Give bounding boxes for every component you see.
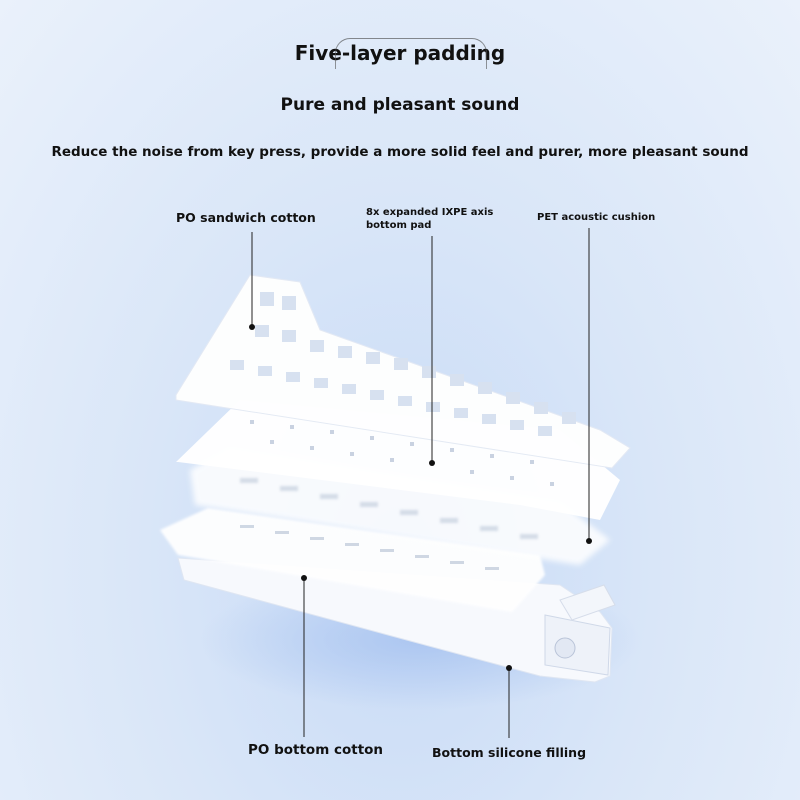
label-pet-acoustic-cushion: PET acoustic cushion — [537, 212, 656, 223]
label-ixpe-bottom-pad: 8x expanded IXPE axis bottom pad — [366, 206, 496, 232]
label-po-sandwich-cotton: PO sandwich cotton — [176, 210, 316, 225]
callout-lines — [251, 228, 590, 738]
label-ixpe-line1: 8x expanded IXPE axis — [366, 207, 494, 218]
label-bottom-silicone-filling: Bottom silicone filling — [432, 745, 587, 760]
title-bracket-decoration — [335, 38, 487, 69]
layer-po-sandwich-cotton — [175, 274, 631, 469]
callout-dots — [249, 324, 592, 671]
layer-pet-cushion — [190, 448, 610, 565]
label-ixpe-line2: bottom pad — [366, 220, 432, 231]
page-description: Reduce the noise from key press, provide… — [51, 144, 749, 160]
page-title: Five-layer padding — [294, 41, 506, 65]
label-po-bottom-cotton: PO bottom cotton — [248, 742, 384, 758]
layer-po-bottom-cotton — [160, 508, 545, 612]
page-subtitle: Pure and pleasant sound — [280, 95, 520, 115]
